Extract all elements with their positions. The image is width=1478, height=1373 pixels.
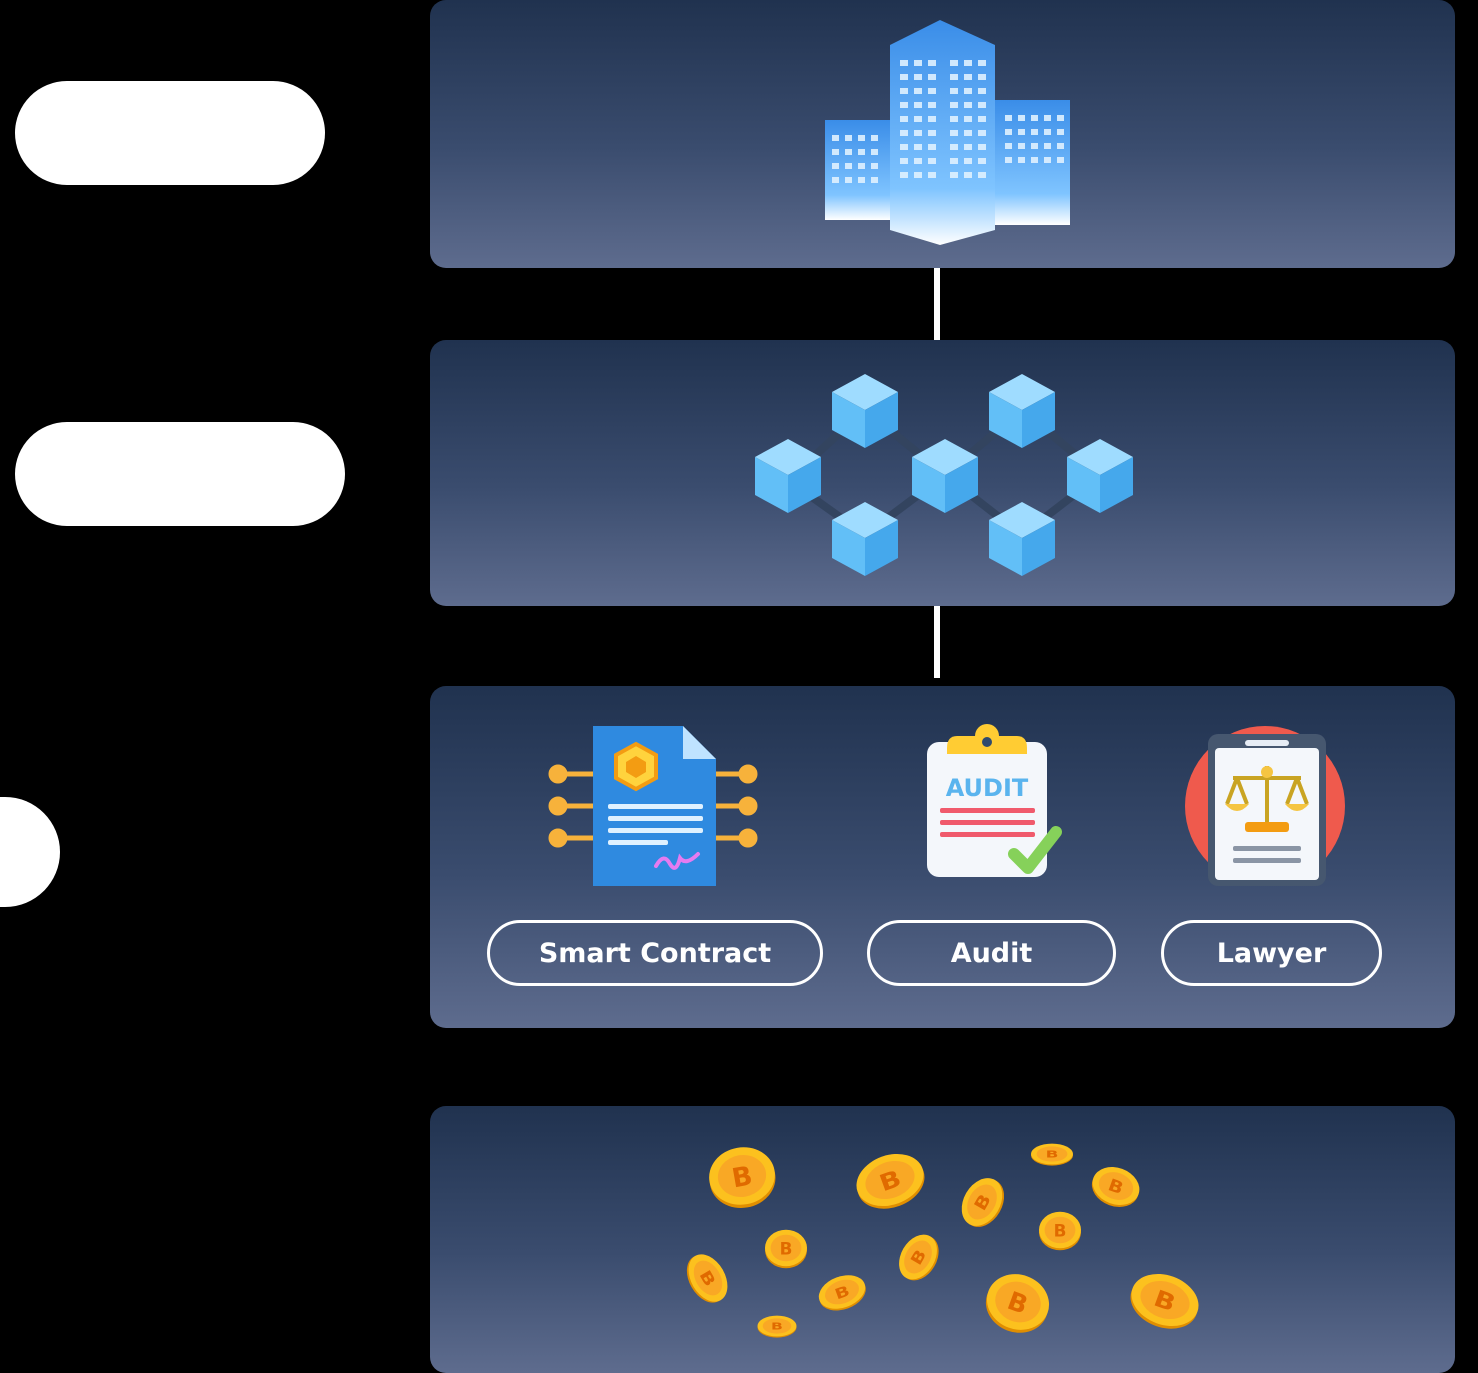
audit-icon-text: AUDIT (946, 774, 1029, 802)
office-buildings-icon (825, 20, 1070, 245)
connector-1-2 (934, 268, 940, 340)
step-pill-1 (15, 81, 325, 185)
smart-contract-icon (548, 726, 758, 886)
blockchain-network-icon (755, 374, 1133, 576)
stage-panel-3: AUDIT Smart Contract Audit Lawyer (430, 686, 1455, 1028)
stage-panel-1 (430, 0, 1455, 268)
step-pill-2 (15, 422, 345, 526)
stage-panel-4: B (430, 1106, 1455, 1373)
audit-button[interactable]: Audit (867, 920, 1116, 986)
connector-2-3 (934, 606, 940, 678)
lawyer-button[interactable]: Lawyer (1161, 920, 1382, 986)
smart-contract-button[interactable]: Smart Contract (487, 920, 823, 986)
law-scales-document-icon (1185, 726, 1345, 886)
stage-panel-2 (430, 340, 1455, 606)
step-pill-3 (0, 797, 60, 907)
bitcoin-coins-icon: B (678, 1142, 1206, 1342)
audit-clipboard-icon: AUDIT (927, 724, 1062, 877)
